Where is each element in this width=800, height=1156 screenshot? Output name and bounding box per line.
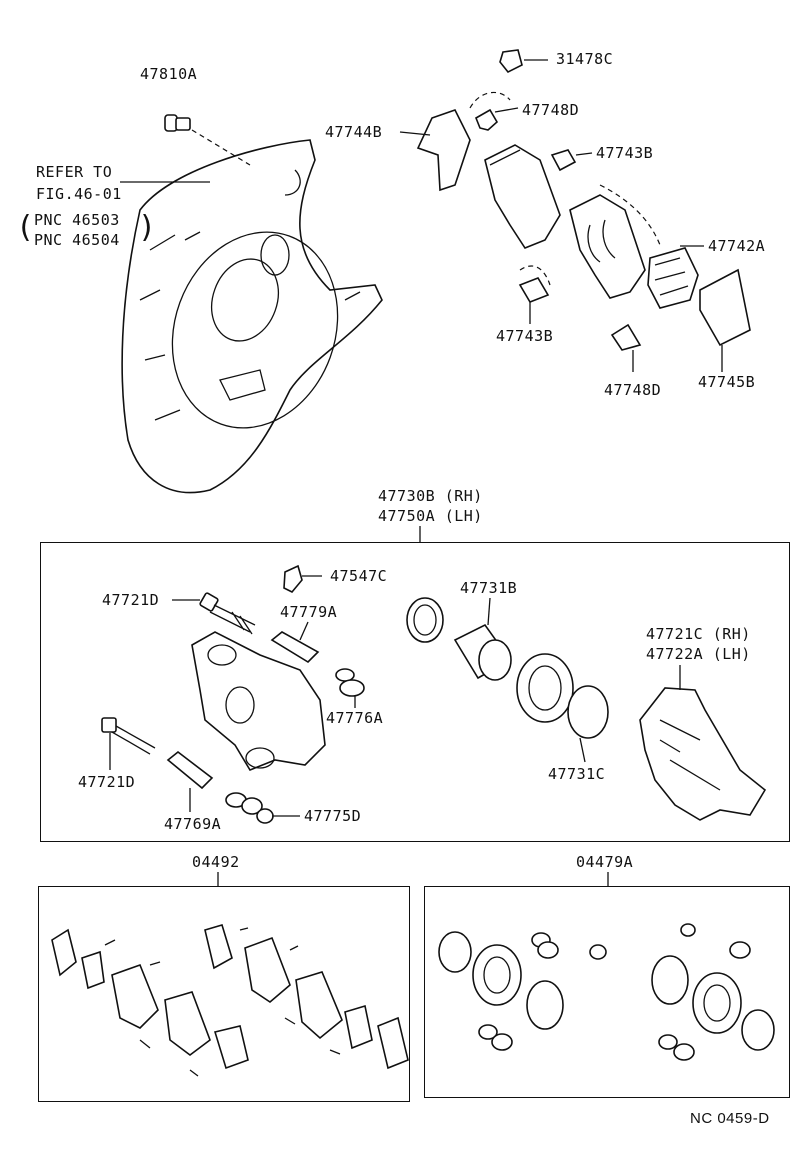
label-kit-04479a[interactable]: 04479A (576, 853, 634, 871)
shim-47742a (647, 247, 699, 309)
footer-code: NC 0459-D (690, 1110, 770, 1127)
label-pnc-46503[interactable]: PNC 46503 (34, 211, 120, 229)
backing-plate (121, 139, 383, 494)
label-pnc-46504[interactable]: PNC 46504 (34, 231, 120, 249)
label-31478c[interactable]: 31478C (556, 50, 614, 68)
label-47769a[interactable]: 47769A (164, 815, 222, 833)
label-47775d[interactable]: 47775D (304, 807, 362, 825)
bleeder-47547c (283, 564, 303, 593)
brake-pad-right (569, 194, 646, 299)
kit-04492-parts (51, 924, 409, 1077)
nut-31478c (499, 49, 523, 74)
caliper-body (191, 631, 326, 771)
boot-47776a (335, 668, 365, 697)
sleeve-47769a (166, 750, 214, 790)
label-47547c[interactable]: 47547C (330, 567, 388, 585)
pnc-bracket-close: ) (138, 210, 157, 245)
caliper-bracket (639, 687, 767, 821)
kit-04492-box (38, 886, 410, 1102)
label-47743b-top[interactable]: 47743B (596, 144, 654, 162)
label-47779a[interactable]: 47779A (280, 603, 338, 621)
label-fig-ref[interactable]: FIG.46-01 (36, 185, 122, 203)
bolt-47721d-top (199, 592, 256, 635)
clip-47743b-bottom (518, 277, 550, 303)
caliper-assembly-box (40, 542, 790, 842)
label-47743b-bottom[interactable]: 47743B (496, 327, 554, 345)
pnc-bracket: ( (16, 210, 35, 245)
oring-47731c (567, 685, 609, 739)
label-47731b[interactable]: 47731B (460, 579, 518, 597)
label-47810a[interactable]: 47810A (140, 65, 198, 83)
label-47776a[interactable]: 47776A (326, 709, 384, 727)
label-kit-04492[interactable]: 04492 (192, 853, 240, 871)
label-47748d-bottom[interactable]: 47748D (604, 381, 662, 399)
shim-47744b (416, 109, 471, 192)
label-47731c[interactable]: 47731C (548, 765, 606, 783)
label-47722a-lh[interactable]: 47722A (LH) (646, 645, 751, 663)
label-47745b[interactable]: 47745B (698, 373, 756, 391)
boot-47775d (225, 792, 274, 824)
clip-47748d-top (474, 108, 499, 131)
brake-pad-left (484, 144, 561, 249)
piston-seal-ring (406, 597, 444, 643)
label-47750a-lh[interactable]: 47750A (LH) (378, 507, 483, 525)
piston-boot (516, 653, 574, 723)
bolt-47721d-bottom (101, 717, 156, 755)
sleeve-47779a (270, 631, 320, 664)
label-47721c-rh[interactable]: 47721C (RH) (646, 625, 751, 643)
label-47748d-top[interactable]: 47748D (522, 101, 580, 119)
bolt-47810a (164, 114, 191, 132)
kit-04479a-box (424, 886, 790, 1098)
clip-47743b-top (550, 149, 577, 172)
shim-47745b (699, 268, 751, 347)
kit-04479a-parts (438, 923, 775, 1061)
label-47744b[interactable]: 47744B (325, 123, 383, 141)
label-47721d-bottom[interactable]: 47721D (78, 773, 136, 791)
clip-47748d-bottom (610, 323, 642, 351)
label-47742a[interactable]: 47742A (708, 237, 766, 255)
label-refer-to: REFER TO (36, 163, 113, 181)
label-47721d-top[interactable]: 47721D (102, 591, 160, 609)
label-47730b-rh[interactable]: 47730B (RH) (378, 487, 483, 505)
piston (453, 623, 512, 681)
